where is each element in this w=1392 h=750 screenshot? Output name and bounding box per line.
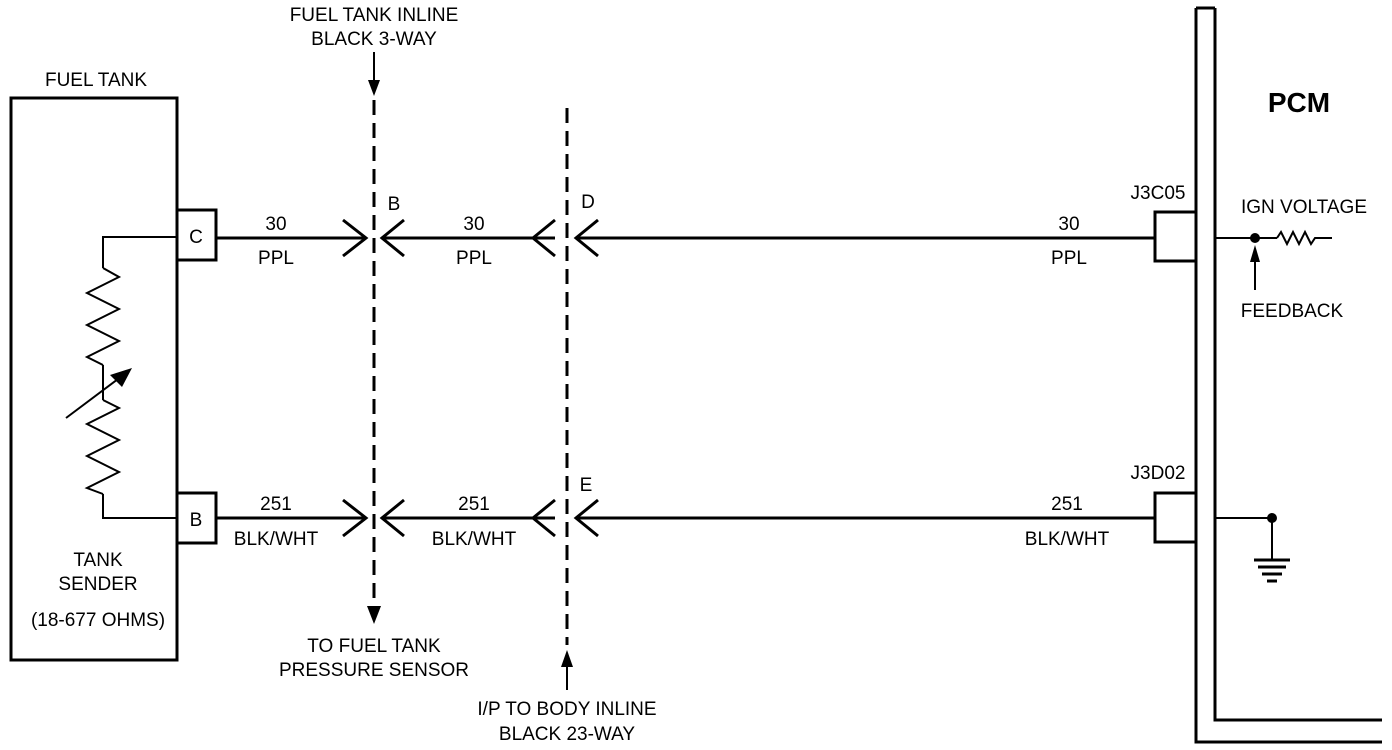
pcm-housing bbox=[1194, 8, 1382, 744]
wire-circuit-251 bbox=[216, 498, 1155, 538]
wire-30-number-3: 30 bbox=[1058, 214, 1079, 235]
wiper-arrowhead bbox=[110, 368, 132, 387]
wire-30-number-1: 30 bbox=[265, 214, 286, 235]
inline-3way-label-2: BLACK 3-WAY bbox=[311, 29, 437, 50]
inline-3way-pointer-head bbox=[368, 80, 380, 96]
pressure-sensor-arrowhead bbox=[367, 606, 381, 624]
pressure-sensor-label-1: TO FUEL TANK bbox=[307, 636, 441, 657]
wire-30-number-2: 30 bbox=[463, 214, 484, 235]
tank-sender-range: (18-677 OHMS) bbox=[31, 610, 165, 631]
fuel-tank-pin-c-label: C bbox=[189, 227, 203, 248]
tank-sender-label-2: SENDER bbox=[58, 574, 137, 595]
wire-251-number-3: 251 bbox=[1051, 494, 1083, 515]
pcm-housing-inner bbox=[1213, 8, 1382, 722]
pcm-pin-j3d02 bbox=[1153, 491, 1198, 544]
wire-251-color-2: BLK/WHT bbox=[432, 529, 517, 550]
inline-3way-label-1: FUEL TANK INLINE bbox=[290, 5, 459, 26]
ign-voltage-label: IGN VOLTAGE bbox=[1241, 197, 1367, 218]
feedback-junction-dot bbox=[1250, 233, 1260, 243]
fuel-tank-pin-c bbox=[175, 208, 218, 262]
wire-30-color-3: PPL bbox=[1051, 248, 1087, 269]
tank-sender-label-1: TANK bbox=[73, 550, 123, 571]
wire-251-number-2: 251 bbox=[458, 494, 490, 515]
pcm-connector-j3c05: J3C05 bbox=[1131, 183, 1186, 204]
wire-251-number-1: 251 bbox=[260, 494, 292, 515]
wire-251-color-3: BLK/WHT bbox=[1025, 529, 1110, 550]
wire-30-color-1: PPL bbox=[258, 248, 294, 269]
inline-23way-pin-d: D bbox=[581, 192, 595, 213]
inline-3way-pin-b: B bbox=[388, 194, 401, 215]
feedback-arrowhead bbox=[1250, 245, 1260, 262]
feedback-label: FEEDBACK bbox=[1241, 301, 1344, 322]
inline-23way-label-2: BLACK 23-WAY bbox=[499, 724, 636, 745]
tank-sender-resistor-symbol bbox=[65, 236, 177, 519]
wire-251-color-1: BLK/WHT bbox=[234, 529, 319, 550]
inline-23way-pin-e: E bbox=[580, 475, 593, 496]
pcm-connector-j3d02: J3D02 bbox=[1131, 463, 1186, 484]
pull-up-resistor-icon bbox=[1276, 229, 1332, 247]
fuel-tank-box bbox=[9, 96, 179, 662]
wire-30-color-2: PPL bbox=[456, 248, 492, 269]
inline-23way-pointer-head bbox=[561, 650, 573, 667]
ground-icon bbox=[1254, 518, 1290, 583]
wire-circuit-30 bbox=[216, 218, 1155, 258]
fuel-tank-pin-b-label: B bbox=[190, 510, 203, 531]
fuel-tank-label: FUEL TANK bbox=[45, 70, 147, 91]
pcm-pin-j3c05 bbox=[1153, 210, 1198, 263]
inline-23way-label-1: I/P TO BODY INLINE bbox=[477, 699, 656, 720]
pcm-label: PCM bbox=[1268, 87, 1330, 118]
pressure-sensor-label-2: PRESSURE SENSOR bbox=[279, 660, 469, 681]
